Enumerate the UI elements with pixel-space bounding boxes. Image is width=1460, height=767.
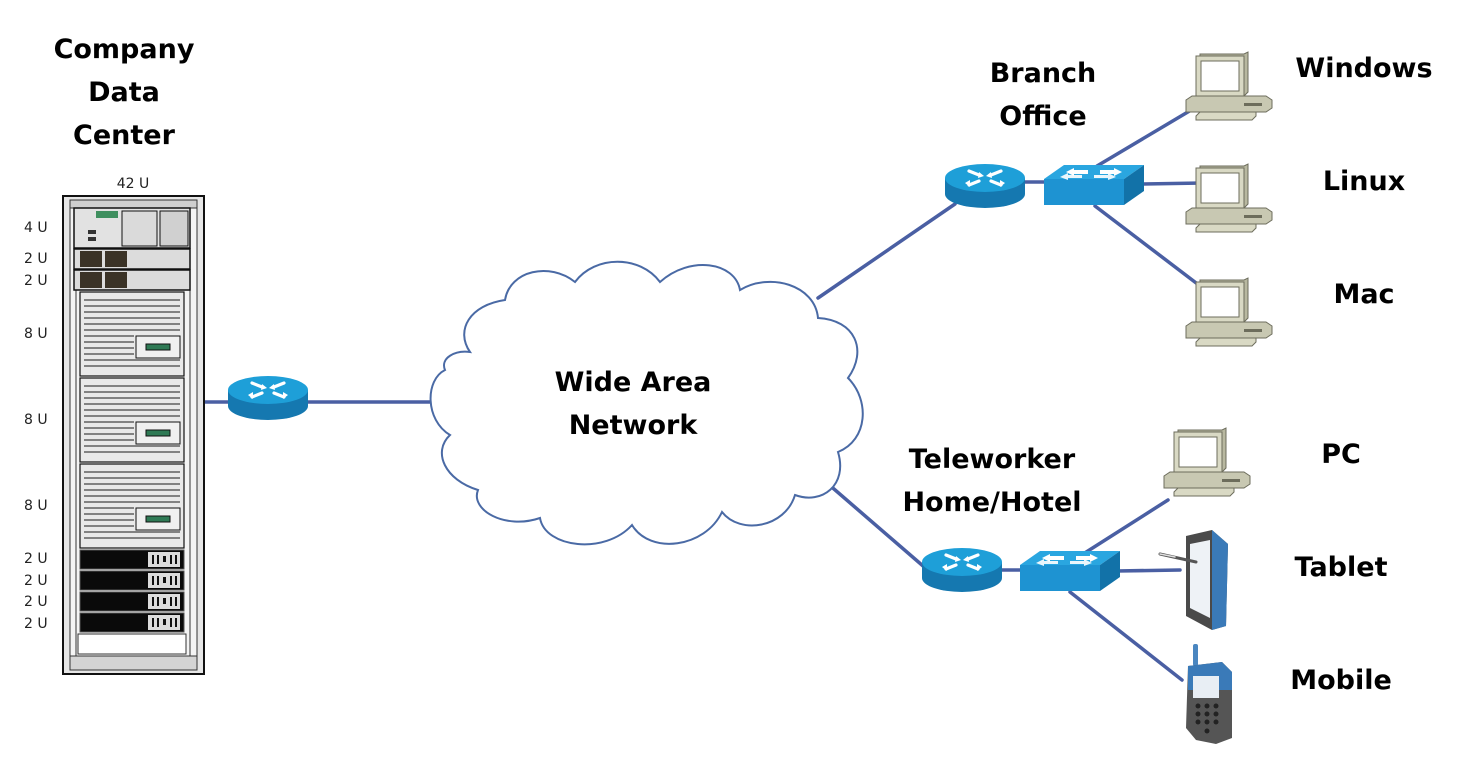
teleworker-group: Teleworker Home/Hotel PC T bbox=[902, 427, 1392, 744]
link-wan-branch-router bbox=[816, 202, 957, 300]
data-center-group: Company Data Center 42 U bbox=[24, 34, 205, 675]
windows-pc-icon[interactable] bbox=[1185, 51, 1273, 121]
rack-unit-label: 2 U bbox=[24, 594, 48, 610]
rack-unit-label: 4 U bbox=[24, 220, 48, 236]
rack-unit-label: 8 U bbox=[24, 326, 48, 342]
device-label-tablet: Tablet bbox=[1295, 552, 1388, 583]
branch-switch-icon[interactable] bbox=[1044, 165, 1144, 205]
branch-label-line1: Branch bbox=[990, 58, 1097, 89]
rack-unit-label: 8 U bbox=[24, 498, 48, 514]
server-rack-icon bbox=[62, 195, 205, 675]
teleworker-label-line1: Teleworker bbox=[909, 444, 1076, 475]
branch-label-line2: Office bbox=[999, 101, 1086, 132]
link-tele-switch-mobile bbox=[1068, 590, 1184, 682]
pc-icon[interactable] bbox=[1163, 427, 1251, 497]
rack-capacity-label: 42 U bbox=[117, 176, 150, 192]
cloud-icon bbox=[429, 260, 864, 546]
rack-unit-label: 2 U bbox=[24, 251, 48, 267]
device-label-linux: Linux bbox=[1323, 166, 1405, 197]
link-branch-switch-mac bbox=[1093, 204, 1210, 294]
data-center-title-line2: Data bbox=[88, 77, 160, 108]
wan-label-line1: Wide Area bbox=[555, 367, 712, 398]
mac-pc-icon[interactable] bbox=[1185, 277, 1273, 347]
link-branch-switch-linux bbox=[1138, 181, 1205, 186]
branch-office-group: Branch Office Windows Linux Mac bbox=[943, 51, 1433, 347]
device-label-windows: Windows bbox=[1295, 53, 1432, 84]
data-center-router-icon[interactable] bbox=[226, 374, 310, 422]
teleworker-router-icon[interactable] bbox=[920, 546, 1004, 594]
link-tele-switch-tablet bbox=[1114, 568, 1182, 573]
tablet-icon[interactable] bbox=[1158, 530, 1228, 630]
device-label-pc: PC bbox=[1321, 439, 1361, 470]
data-center-title-line1: Company bbox=[54, 34, 195, 65]
teleworker-switch-icon[interactable] bbox=[1020, 551, 1120, 591]
teleworker-label-line2: Home/Hotel bbox=[902, 487, 1081, 518]
rack-unit-label: 2 U bbox=[24, 616, 48, 632]
rack-unit-label: 8 U bbox=[24, 412, 48, 428]
device-label-mobile: Mobile bbox=[1290, 665, 1392, 696]
device-label-mac: Mac bbox=[1333, 279, 1394, 310]
link-tele-switch-pc bbox=[1078, 498, 1170, 558]
branch-router-icon[interactable] bbox=[943, 162, 1027, 210]
rack-unit-label: 2 U bbox=[24, 273, 48, 289]
data-center-title-line3: Center bbox=[73, 120, 176, 151]
rack-unit-label: 2 U bbox=[24, 573, 48, 589]
wan-label-line2: Network bbox=[569, 410, 699, 441]
wan-cloud: Wide Area Network bbox=[429, 260, 864, 546]
rack-unit-label: 2 U bbox=[24, 551, 48, 567]
mobile-icon[interactable] bbox=[1186, 644, 1232, 744]
linux-pc-icon[interactable] bbox=[1185, 163, 1273, 233]
